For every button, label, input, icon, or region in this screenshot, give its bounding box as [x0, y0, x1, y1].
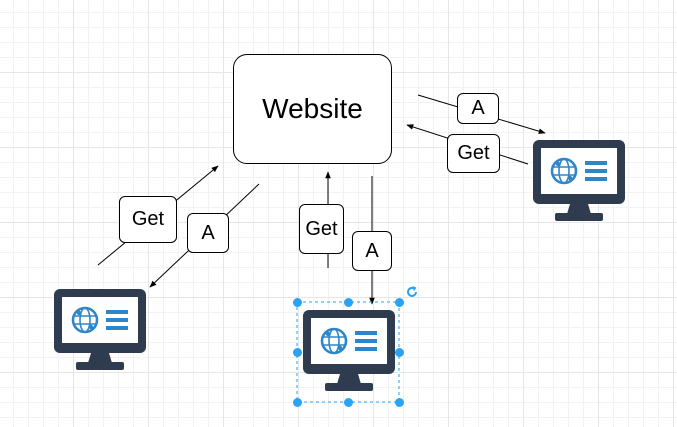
computer-center[interactable] — [303, 310, 395, 392]
computer-right[interactable] — [533, 140, 625, 222]
resize-handle-nw[interactable] — [293, 298, 302, 307]
resize-handle-se[interactable] — [395, 398, 404, 407]
edge-label-center-get[interactable]: Get — [299, 204, 344, 254]
computer-monitor-icon — [303, 310, 395, 391]
resize-handle-e[interactable] — [395, 348, 404, 357]
resize-handle-w[interactable] — [293, 348, 302, 357]
rotate-handle-icon[interactable] — [405, 285, 419, 299]
computer-monitor-icon — [54, 289, 146, 370]
resize-handle-n[interactable] — [344, 298, 353, 307]
edge-label-left-a[interactable]: A — [187, 213, 229, 253]
resize-handle-sw[interactable] — [293, 398, 302, 407]
edge-label-left-get[interactable]: Get — [119, 196, 177, 243]
resize-handle-s[interactable] — [344, 398, 353, 407]
resize-handle-ne[interactable] — [395, 298, 404, 307]
computer-left[interactable] — [54, 289, 146, 371]
website-node[interactable]: Website — [233, 54, 392, 164]
edge-label-right-a[interactable]: A — [457, 93, 499, 124]
edge-label-right-get[interactable]: Get — [447, 134, 500, 173]
website-label: Website — [262, 93, 363, 124]
edge-label-center-a[interactable]: A — [352, 231, 392, 271]
computer-monitor-icon — [533, 140, 625, 221]
